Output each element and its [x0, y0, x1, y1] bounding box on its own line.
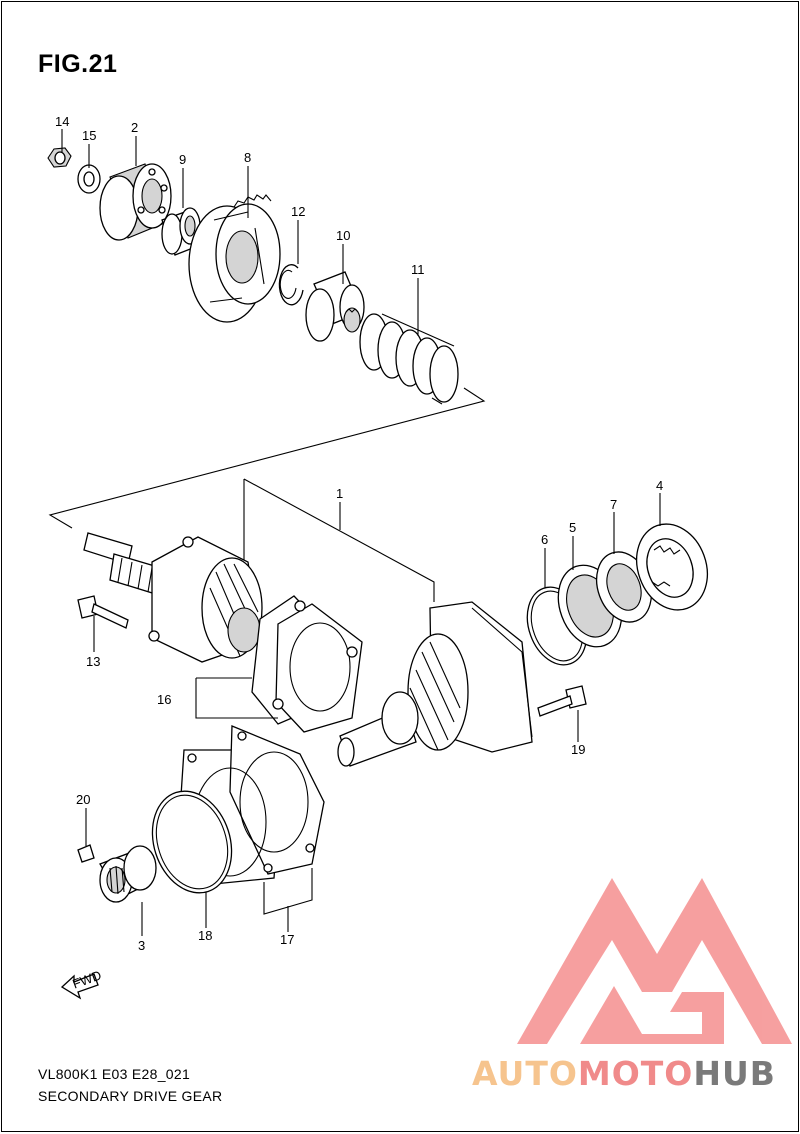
o-ring-icon[interactable]: [140, 781, 244, 903]
ball-bearing-icon[interactable]: [99, 163, 172, 241]
callout-13: 13: [86, 654, 100, 669]
callout-6: 6: [541, 532, 548, 547]
callout-8: 8: [244, 150, 251, 165]
callout-14: 14: [55, 114, 69, 129]
callout-15: 15: [82, 128, 96, 143]
callout-17: 17: [280, 932, 294, 947]
callout-3: 3: [138, 938, 145, 953]
bolt-icon[interactable]: [77, 595, 129, 629]
model-code: VL800K1 E03 E28_021: [38, 1066, 191, 1082]
watermark-text-hub: HUB: [693, 1054, 776, 1093]
callout-19: 19: [571, 742, 585, 757]
callout-11: 11: [411, 262, 425, 277]
callout-18: 18: [198, 928, 212, 943]
callout-4: 4: [656, 478, 663, 493]
callout-9: 9: [179, 152, 186, 167]
callout-7: 7: [610, 497, 617, 512]
callout-10: 10: [336, 228, 350, 243]
callout-2: 2: [131, 120, 138, 135]
section-name: SECONDARY DRIVE GEAR: [38, 1088, 223, 1104]
lock-nut-icon[interactable]: [625, 514, 719, 620]
callout-5: 5: [569, 520, 576, 535]
gear-assembly-icon[interactable]: [83, 532, 533, 767]
needle-bearing-icon[interactable]: [99, 845, 157, 903]
figure-title: FIG.21: [38, 50, 118, 78]
callout-16: 16: [157, 692, 171, 707]
watermark-text-moto: MOTO: [577, 1054, 694, 1093]
hex-nut-icon[interactable]: [47, 147, 72, 168]
dowel-pin-icon[interactable]: [77, 844, 95, 863]
callout-12: 12: [291, 204, 305, 219]
callout-20: 20: [76, 792, 90, 807]
washer-icon[interactable]: [77, 164, 101, 194]
gasket-icon[interactable]: [251, 595, 363, 733]
fwd-arrow-icon: [60, 973, 99, 1000]
damper-gear-icon[interactable]: [188, 194, 281, 323]
cam-coupling-icon[interactable]: [305, 271, 365, 342]
watermark-text-auto: AUTO: [472, 1054, 578, 1093]
spring-icon[interactable]: [359, 313, 459, 405]
bolt-icon[interactable]: [537, 685, 587, 717]
watermark-triangle-icon: [517, 878, 792, 1044]
circlip-icon[interactable]: [278, 264, 304, 306]
callout-1: 1: [336, 486, 343, 501]
watermark-logo: AUTOMOTOHUB: [472, 1054, 776, 1093]
gasket-icon[interactable]: [177, 725, 325, 885]
